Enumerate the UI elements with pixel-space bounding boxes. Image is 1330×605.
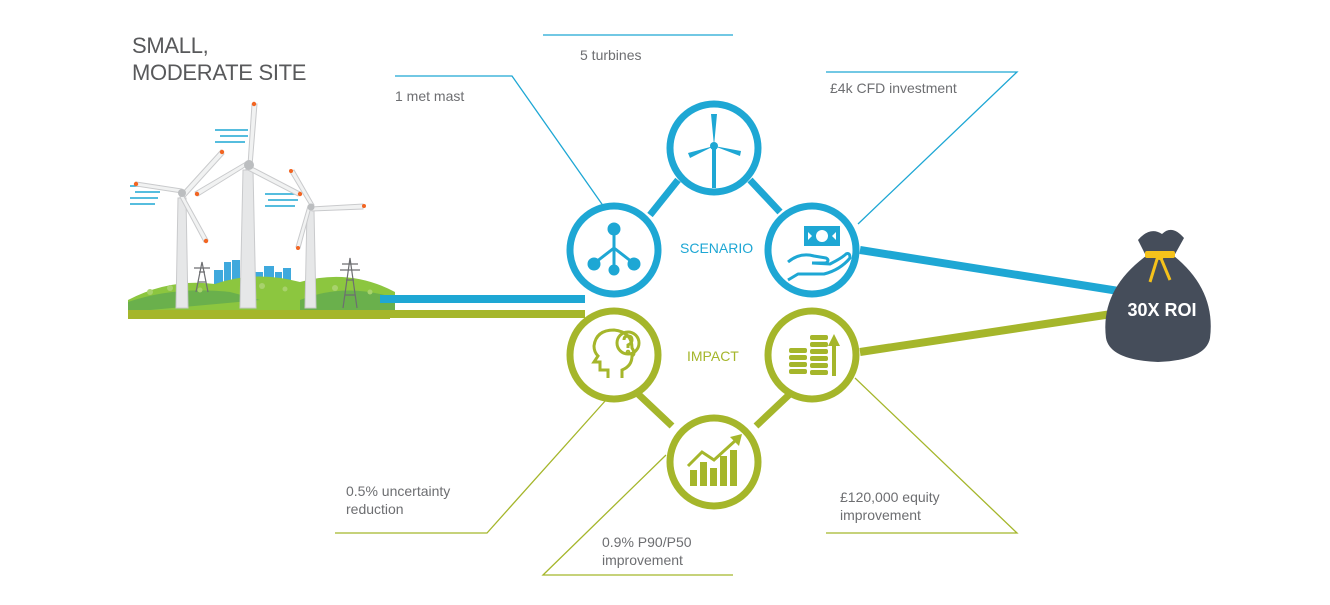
scenario-connectors <box>647 177 783 218</box>
flow-lines <box>380 246 1126 356</box>
title-line-2: MODERATE SITE <box>132 60 307 85</box>
impact-connectors <box>633 389 795 429</box>
p90-node <box>666 414 762 510</box>
met-mast-node <box>566 202 662 298</box>
uncertainty-node <box>566 307 662 403</box>
uncertainty-label-line-1: 0.5% uncertainty <box>346 483 451 499</box>
cfd-label: £4k CFD investment <box>830 80 957 96</box>
money-hand-icon <box>787 226 852 282</box>
p90-label-line-1: 0.9% P90/P50 <box>602 534 692 550</box>
equity-label-line-1: £120,000 equity <box>840 489 940 505</box>
coins-growth-icon <box>789 334 840 376</box>
cfd-node <box>764 202 860 298</box>
page-title: SMALL, MODERATE SITE <box>132 32 306 86</box>
wind-farm-illustration <box>128 101 395 319</box>
scenario-hub-label: SCENARIO <box>680 240 754 256</box>
money-bag <box>1105 229 1211 362</box>
equity-label: £120,000 equity improvement <box>840 488 940 524</box>
roi-label: 30X ROI <box>1127 300 1197 320</box>
equity-label-line-2: improvement <box>840 507 921 523</box>
met-mast-icon <box>587 222 641 276</box>
turbines-node <box>666 100 762 196</box>
p90-label: 0.9% P90/P50 improvement <box>602 533 692 569</box>
title-line-1: SMALL, <box>132 33 209 58</box>
uncertainty-label-line-2: reduction <box>346 501 404 517</box>
wind-turbine-icon <box>688 114 741 188</box>
p90-label-line-2: improvement <box>602 552 683 568</box>
rising-chart-icon <box>686 434 742 486</box>
equity-node <box>764 307 860 403</box>
impact-hub-label: IMPACT <box>687 348 739 364</box>
uncertainty-label: 0.5% uncertainty reduction <box>346 482 450 518</box>
turbines-label: 5 turbines <box>580 47 642 63</box>
met-mast-label: 1 met mast <box>395 88 465 104</box>
callout-lines <box>335 34 1019 576</box>
head-question-icon <box>591 328 641 378</box>
